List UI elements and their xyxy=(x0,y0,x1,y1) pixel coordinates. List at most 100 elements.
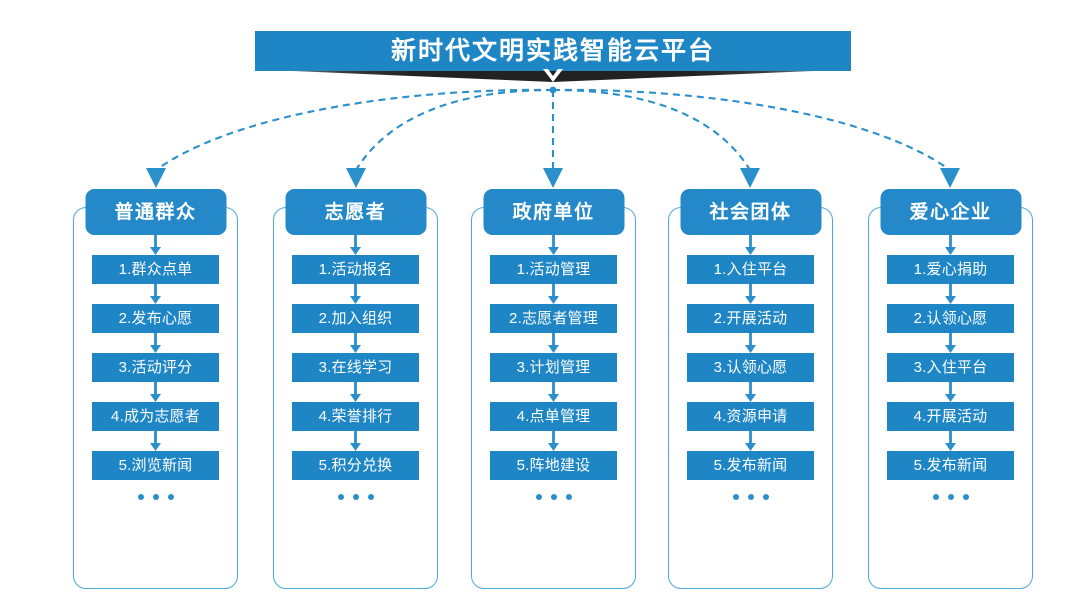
arrow-down-icon xyxy=(745,333,756,353)
more-items-indicator xyxy=(932,494,969,500)
arrow-down-icon xyxy=(945,284,956,304)
card-body: 1.入住平台 2.开展活动 3.认领心愿 4.资源申请 5.发布新闻 xyxy=(668,235,833,589)
card-body: 1.群众点单 2.发布心愿 3.活动评分 4.成为志愿者 5.浏览新闻 xyxy=(73,235,238,589)
list-item[interactable]: 1.入住平台 xyxy=(687,255,814,284)
list-item-label: 1.活动报名 xyxy=(318,261,393,278)
chevron-down-icon xyxy=(543,69,563,82)
list-item-label: 3.活动评分 xyxy=(118,359,193,376)
list-item[interactable]: 5.阵地建设 xyxy=(490,451,617,480)
list-item[interactable]: 4.荣誉排行 xyxy=(292,402,419,431)
arrow-down-icon xyxy=(350,382,361,402)
arrow-down-icon xyxy=(350,333,361,353)
list-item-label: 1.群众点单 xyxy=(118,261,193,278)
list-item[interactable]: 5.积分兑换 xyxy=(292,451,419,480)
list-item-label: 2.志愿者管理 xyxy=(509,310,598,327)
list-item[interactable]: 2.开展活动 xyxy=(687,304,814,333)
arrow-down-icon xyxy=(548,333,559,353)
list-item[interactable]: 3.在线学习 xyxy=(292,353,419,382)
list-item[interactable]: 5.发布新闻 xyxy=(887,451,1014,480)
group-card-ordinary-public: 普通群众 1.群众点单 2.发布心愿 3.活动评分 4.成为志愿者 5.浏览新闻 xyxy=(73,189,238,589)
card-header-label: 政府单位 xyxy=(512,201,595,223)
connector-arrowhead-2 xyxy=(346,168,366,188)
list-item[interactable]: 4.开展活动 xyxy=(887,402,1014,431)
arrow-down-icon xyxy=(350,431,361,451)
connector-line-4 xyxy=(552,88,751,171)
arrow-down-icon xyxy=(945,431,956,451)
list-item-label: 3.入住平台 xyxy=(913,359,988,376)
list-item[interactable]: 3.计划管理 xyxy=(490,353,617,382)
connector-arrowhead-5 xyxy=(940,168,960,188)
list-item-label: 5.积分兑换 xyxy=(318,457,393,474)
list-item[interactable]: 2.志愿者管理 xyxy=(490,304,617,333)
connector-line-2 xyxy=(355,88,554,171)
list-item[interactable]: 3.入住平台 xyxy=(887,353,1014,382)
list-item-label: 2.加入组织 xyxy=(318,310,393,327)
list-item[interactable]: 3.活动评分 xyxy=(92,353,219,382)
list-item-label: 4.荣誉排行 xyxy=(318,408,393,425)
connector-arrowhead-3 xyxy=(543,168,563,188)
card-header-label: 社会团体 xyxy=(709,201,792,223)
card-header-label: 爱心企业 xyxy=(909,201,992,223)
list-item[interactable]: 1.活动管理 xyxy=(490,255,617,284)
list-item-label: 5.发布新闻 xyxy=(713,457,788,474)
list-item[interactable]: 1.爱心捐助 xyxy=(887,255,1014,284)
connector-line-5 xyxy=(552,88,951,171)
arrow-down-icon xyxy=(945,235,956,255)
list-item-label: 2.认领心愿 xyxy=(913,310,988,327)
list-item[interactable]: 3.认领心愿 xyxy=(687,353,814,382)
card-header-label: 志愿者 xyxy=(324,201,387,223)
card-header-social-group[interactable]: 社会团体 xyxy=(680,189,821,235)
connector-origin-node xyxy=(549,86,557,94)
list-item-label: 1.入住平台 xyxy=(713,261,788,278)
list-item-label: 5.浏览新闻 xyxy=(118,457,193,474)
list-item-label: 4.开展活动 xyxy=(913,408,988,425)
list-item-label: 2.发布心愿 xyxy=(118,310,193,327)
list-item-label: 4.成为志愿者 xyxy=(111,408,200,425)
card-header-ordinary-public[interactable]: 普通群众 xyxy=(85,189,226,235)
arrow-down-icon xyxy=(150,284,161,304)
arrow-down-icon xyxy=(350,235,361,255)
card-header-volunteer[interactable]: 志愿者 xyxy=(285,189,426,235)
group-card-volunteer: 志愿者 1.活动报名 2.加入组织 3.在线学习 4.荣誉排行 5.积分兑换 xyxy=(273,189,438,589)
more-items-indicator xyxy=(137,494,174,500)
list-item-label: 4.资源申请 xyxy=(713,408,788,425)
list-item[interactable]: 2.认领心愿 xyxy=(887,304,1014,333)
list-item[interactable]: 4.成为志愿者 xyxy=(92,402,219,431)
group-card-government-unit: 政府单位 1.活动管理 2.志愿者管理 3.计划管理 4.点单管理 5.阵地建设 xyxy=(471,189,636,589)
list-item[interactable]: 1.活动报名 xyxy=(292,255,419,284)
card-header-government-unit[interactable]: 政府单位 xyxy=(483,189,624,235)
list-item-label: 1.爱心捐助 xyxy=(913,261,988,278)
arrow-down-icon xyxy=(150,333,161,353)
list-item[interactable]: 2.加入组织 xyxy=(292,304,419,333)
arrow-down-icon xyxy=(548,235,559,255)
title-ribbon-shadow xyxy=(245,69,861,82)
more-items-indicator xyxy=(535,494,572,500)
list-item-label: 4.点单管理 xyxy=(516,408,591,425)
card-header-label: 普通群众 xyxy=(114,201,197,223)
list-item[interactable]: 5.发布新闻 xyxy=(687,451,814,480)
list-item[interactable]: 4.点单管理 xyxy=(490,402,617,431)
list-item-label: 1.活动管理 xyxy=(516,261,591,278)
card-body: 1.活动报名 2.加入组织 3.在线学习 4.荣誉排行 5.积分兑换 xyxy=(273,235,438,589)
arrow-down-icon xyxy=(350,284,361,304)
arrow-down-icon xyxy=(745,382,756,402)
connector-arrowhead-4 xyxy=(740,168,760,188)
list-item-label: 3.在线学习 xyxy=(318,359,393,376)
more-items-indicator xyxy=(732,494,769,500)
list-item[interactable]: 4.资源申请 xyxy=(687,402,814,431)
arrow-down-icon xyxy=(745,235,756,255)
list-item[interactable]: 2.发布心愿 xyxy=(92,304,219,333)
arrow-down-icon xyxy=(745,284,756,304)
group-card-social-group: 社会团体 1.入住平台 2.开展活动 3.认领心愿 4.资源申请 5.发布新闻 xyxy=(668,189,833,589)
arrow-down-icon xyxy=(548,284,559,304)
list-item[interactable]: 1.群众点单 xyxy=(92,255,219,284)
group-card-caring-enterprise: 爱心企业 1.爱心捐助 2.认领心愿 3.入住平台 4.开展活动 5.发布新闻 xyxy=(868,189,1033,589)
platform-title-banner: 新时代文明实践智能云平台 xyxy=(255,31,851,71)
arrow-down-icon xyxy=(548,431,559,451)
list-item-label: 3.认领心愿 xyxy=(713,359,788,376)
arrow-down-icon xyxy=(150,235,161,255)
card-header-caring-enterprise[interactable]: 爱心企业 xyxy=(880,189,1021,235)
list-item[interactable]: 5.浏览新闻 xyxy=(92,451,219,480)
arrow-down-icon xyxy=(745,431,756,451)
